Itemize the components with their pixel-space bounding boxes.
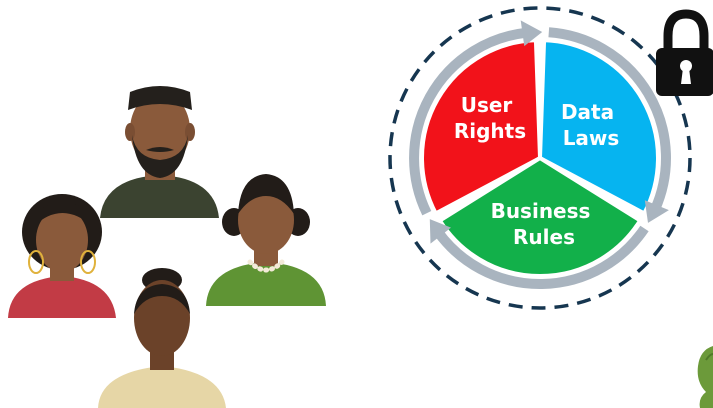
segment-user-rights — [420, 38, 543, 217]
arrow-arc-data-laws — [548, 27, 671, 212]
data-laws-line1: Data — [561, 100, 614, 124]
people-group — [8, 86, 326, 408]
segment-data-laws — [537, 38, 660, 217]
segment-label-business-rules: Business Rules — [491, 199, 598, 249]
arrowhead-business-rules-icon — [429, 219, 451, 244]
arrowhead-user-rights-icon — [520, 20, 543, 47]
user-rights-line2: Rights — [454, 119, 526, 143]
arrow-arc-user-rights — [409, 27, 528, 216]
segment-business-rules — [437, 155, 643, 278]
data-laws-line2: Laws — [563, 126, 620, 150]
plant-icon — [697, 346, 713, 408]
person-man-beard-icon — [100, 86, 219, 218]
person-woman-bun-icon — [98, 268, 226, 408]
user-rights-line1: User — [461, 93, 513, 117]
business-rules-line2: Rules — [513, 225, 575, 249]
arrow-arc-business-rules — [434, 225, 649, 290]
cycle-segments — [420, 38, 660, 278]
segment-label-user-rights: User Rights — [454, 93, 526, 143]
cycle-arrows — [409, 20, 671, 290]
dashed-boundary-ring — [388, 6, 692, 310]
lock-icon — [656, 9, 713, 96]
arrowhead-data-laws-icon — [644, 200, 669, 223]
person-woman-earrings-icon — [8, 194, 116, 318]
business-rules-line1: Business — [491, 199, 591, 223]
segment-label-data-laws: Data Laws — [561, 100, 621, 150]
cycle-diagram: User Rights Data Laws Business Rules — [388, 6, 692, 310]
person-woman-necklace-icon — [206, 174, 326, 306]
